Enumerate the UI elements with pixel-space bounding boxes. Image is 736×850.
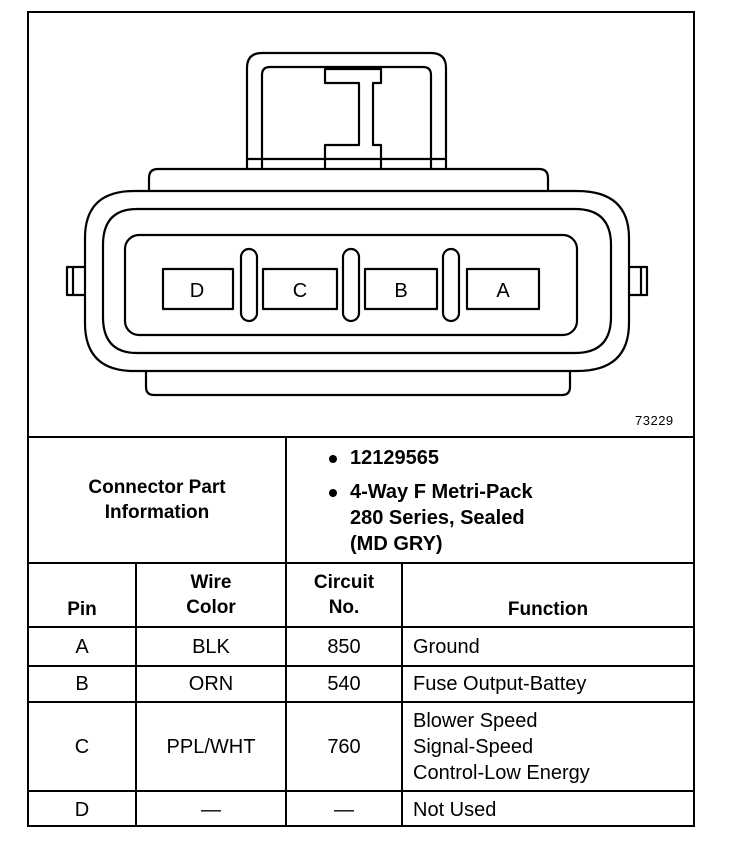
connector-body-outer bbox=[83, 189, 631, 373]
header-circuit: Circuit No. bbox=[287, 564, 401, 626]
locking-tab-outline bbox=[245, 51, 448, 169]
figure-number: 73229 bbox=[635, 413, 674, 428]
pin-cell: B bbox=[75, 673, 89, 695]
cavity-label-c: C bbox=[293, 280, 307, 302]
header-circuit-line1: Circuit bbox=[313, 572, 375, 593]
header-circuit-line2: No. bbox=[328, 597, 360, 618]
header-function: Function bbox=[403, 564, 693, 626]
header-wire-color-line2: Color bbox=[186, 597, 236, 618]
connector-seal bbox=[101, 207, 613, 355]
cavity-d bbox=[161, 267, 235, 311]
connector-info-label-line1: Connector Part bbox=[88, 477, 226, 498]
locking-tab-latch bbox=[323, 67, 383, 169]
wire-color-cell: BLK bbox=[192, 635, 230, 658]
header-function-label: Function bbox=[507, 599, 589, 620]
function-cell: Fuse Output-Battey bbox=[403, 667, 693, 701]
cavity-label-b: B bbox=[394, 280, 407, 302]
bullet-icon bbox=[329, 455, 337, 463]
function-text: Fuse Output-Battey bbox=[413, 673, 587, 695]
header-wire-color-line1: Wire bbox=[190, 572, 232, 593]
function-cell: Blower Speed Signal-Speed Control-Low En… bbox=[403, 703, 693, 790]
pin-cell: C bbox=[74, 735, 90, 758]
pin-cell: D bbox=[74, 798, 90, 821]
circuit-cell: 540 bbox=[327, 673, 361, 695]
cavity-c bbox=[261, 267, 339, 311]
bullet-icon bbox=[329, 489, 337, 497]
connector-description-line2: 280 Series, Sealed bbox=[350, 507, 525, 529]
circuit-cell: 850 bbox=[327, 635, 361, 658]
header-pin: Pin bbox=[29, 564, 135, 626]
connector-info-details: 12129565 4-Way F Metri-Pack 280 Series, … bbox=[287, 438, 693, 562]
wire-color-cell: — bbox=[201, 798, 221, 821]
connector-face-diagram: D C B A bbox=[65, 51, 649, 397]
function-text-line2: Signal-Speed bbox=[413, 735, 534, 758]
function-cell: Ground bbox=[403, 628, 693, 665]
wire-color-cell: ORN bbox=[188, 673, 234, 695]
bottom-skirt bbox=[144, 371, 572, 397]
connector-info-sheet: D C B A 73229 Connector Part Information… bbox=[27, 11, 695, 827]
wire-color-cell: PPL/WHT bbox=[166, 735, 256, 758]
connector-info-label-line2: Information bbox=[104, 502, 210, 523]
pin-cell: A bbox=[75, 635, 89, 658]
function-text-line1: Blower Speed bbox=[413, 709, 538, 732]
locking-tab-inner bbox=[260, 65, 433, 169]
circuit-cell: 760 bbox=[327, 735, 361, 758]
header-pin-label: Pin bbox=[67, 599, 97, 620]
circuit-cell: — bbox=[334, 798, 354, 821]
connector-info-label: Connector Part Information bbox=[29, 438, 285, 562]
cavity-label-a: A bbox=[496, 280, 510, 302]
function-cell: Not Used bbox=[403, 792, 693, 827]
header-wire-color: Wire Color bbox=[137, 564, 285, 626]
function-text: Ground bbox=[413, 635, 480, 658]
cavity-label-d: D bbox=[190, 280, 204, 302]
connector-description-line1: 4-Way F Metri-Pack bbox=[350, 481, 533, 503]
left-lug bbox=[65, 265, 85, 297]
cavity-housing bbox=[123, 233, 579, 337]
cavity-b bbox=[363, 267, 439, 311]
top-ridge bbox=[147, 167, 550, 191]
part-number: 12129565 bbox=[350, 447, 439, 469]
function-text-line3: Control-Low Energy bbox=[413, 761, 590, 784]
connector-description-line3: (MD GRY) bbox=[350, 533, 443, 555]
function-text: Not Used bbox=[413, 798, 497, 821]
cavity-a bbox=[465, 267, 541, 311]
right-lug bbox=[629, 265, 649, 297]
